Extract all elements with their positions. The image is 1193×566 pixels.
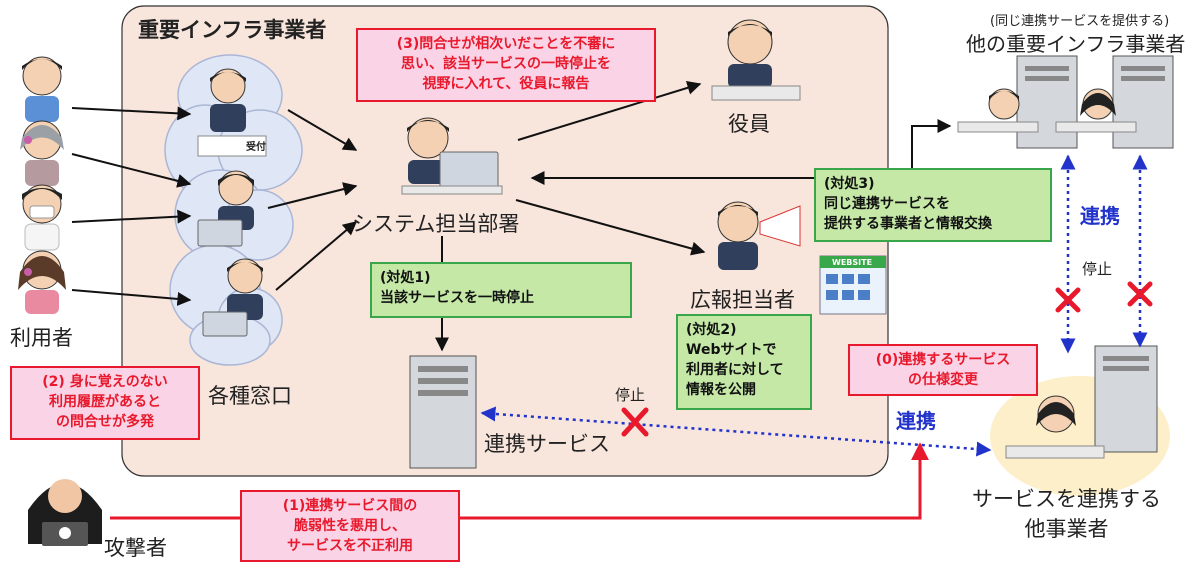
action-2: (対処2) Webサイトで 利用者に対して 情報を公開	[676, 314, 812, 410]
website-panel	[819, 255, 887, 315]
attacker-label: 攻撃者	[104, 536, 167, 560]
callout-step0-line-2: の仕様変更	[908, 372, 978, 388]
link-label-right: 連携	[1080, 204, 1120, 228]
arrow-user2-to-window	[71, 153, 192, 188]
other-infra-note: (同じ連携サービスを提供する)	[990, 14, 1170, 29]
other-infra-server-1	[1016, 55, 1078, 149]
action-1: (対処1) 当該サービスを一時停止	[370, 262, 632, 318]
link-label-bottom: 連携	[896, 409, 936, 433]
action-2-line-1: (対処2)	[686, 322, 737, 338]
user-person-3	[22, 184, 62, 251]
other-infra-staff-1	[957, 88, 1039, 133]
callout-step1-line-3: サービスを不正利用	[287, 538, 413, 554]
callout-step3: (3)問合せが相次いだことを不審に 思い、該当サービスの一時停止を 視野に入れて…	[356, 28, 656, 102]
other-company-staff	[1005, 395, 1105, 459]
stop-label-right: 停止	[1082, 260, 1113, 278]
arrow-reception-to-system	[287, 109, 358, 151]
arrow-user3-to-window	[71, 209, 192, 224]
callout-step1-line-1: (1)連携サービス間の	[282, 498, 418, 514]
callout-step0: (0)連携するサービス の仕様変更	[848, 344, 1038, 396]
other-companies-line-2: 他事業者	[1024, 517, 1109, 541]
executive-label: 役員	[728, 112, 770, 136]
attacker-figure	[28, 479, 102, 546]
user-person-1	[22, 56, 62, 122]
arrow-operator2-to-system	[275, 221, 358, 291]
arrow-system-to-infra	[911, 119, 952, 140]
other-companies-label: サービスを連携する 他事業者	[972, 484, 1161, 544]
linked-service-server	[409, 355, 477, 469]
reception-staff	[197, 68, 267, 157]
stop-x-bottom	[621, 407, 649, 437]
action-3-line-2: 同じ連携サービスを	[824, 196, 950, 212]
action-2-line-2: Webサイトで	[686, 342, 777, 358]
user-person-4	[18, 250, 66, 314]
website-sign: WEBSITE	[832, 258, 872, 267]
system-dept-label: システム担当部署	[352, 212, 520, 236]
reception-sign: 受付	[246, 140, 266, 153]
action-3: (対処3) 同じ連携サービスを 提供する事業者と情報交換	[814, 168, 1052, 242]
link-line-bottom	[480, 406, 992, 457]
stop-x-right-1	[1055, 287, 1081, 313]
action-2-line-4: 情報を公開	[686, 382, 756, 398]
action-3-line-3: 提供する事業者と情報交換	[824, 216, 992, 232]
arrow-user1-to-window	[71, 106, 192, 121]
executive-person	[711, 19, 801, 101]
other-infra-label: 他の重要インフラ事業者	[966, 32, 1186, 56]
users-label: 利用者	[10, 326, 73, 350]
callout-step0-line-1: (0)連携するサービス	[875, 352, 1011, 368]
action-3-line-1: (対処3)	[824, 176, 875, 192]
callout-step1-line-2: 脆弱性を悪用し、	[294, 518, 406, 534]
callout-step2-line-1: (2) 身に覚えのない	[42, 374, 168, 390]
user-person-2	[20, 120, 64, 186]
arrow-system-to-pr	[515, 199, 706, 256]
action-1-line-2: 当該サービスを一時停止	[380, 290, 534, 306]
callout-step2: (2) 身に覚えのない 利用履歴があると の問合せが多発	[10, 366, 200, 440]
org-title: 重要インフラ事業者	[138, 18, 327, 42]
callout-step3-line-2: 思い、該当サービスの一時停止を	[401, 56, 611, 72]
callout-step2-line-3: の問合せが多発	[56, 414, 154, 430]
stop-label-bottom: 停止	[615, 386, 646, 404]
windows-label: 各種窓口	[208, 384, 292, 408]
pr-person	[717, 201, 801, 270]
callout-step1: (1)連携サービス間の 脆弱性を悪用し、 サービスを不正利用	[240, 490, 460, 562]
other-company-server	[1094, 345, 1158, 453]
other-infra-server-2	[1112, 55, 1174, 149]
linked-service-label: 連携サービス	[484, 432, 610, 456]
other-companies-line-1: サービスを連携する	[972, 487, 1161, 511]
stop-x-right-2	[1127, 281, 1153, 307]
callout-step2-line-2: 利用履歴があると	[49, 394, 161, 410]
action-1-line-1: (対処1)	[380, 270, 431, 286]
arrow-system-to-executive	[517, 81, 702, 141]
callout-step3-line-3: 視野に入れて、役員に報告	[422, 76, 590, 92]
call-operator-2	[202, 258, 263, 337]
action-2-line-3: 利用者に対して	[686, 362, 784, 378]
pr-label: 広報担当者	[690, 288, 795, 312]
system-dept-staff	[401, 117, 503, 195]
callout-step3-line-1: (3)問合せが相次いだことを不審に	[396, 36, 616, 52]
arrow-user4-to-window	[71, 289, 192, 306]
other-infra-staff-2	[1055, 88, 1137, 133]
call-operator-1	[197, 170, 254, 247]
arrow-operator1-to-system	[267, 182, 358, 209]
